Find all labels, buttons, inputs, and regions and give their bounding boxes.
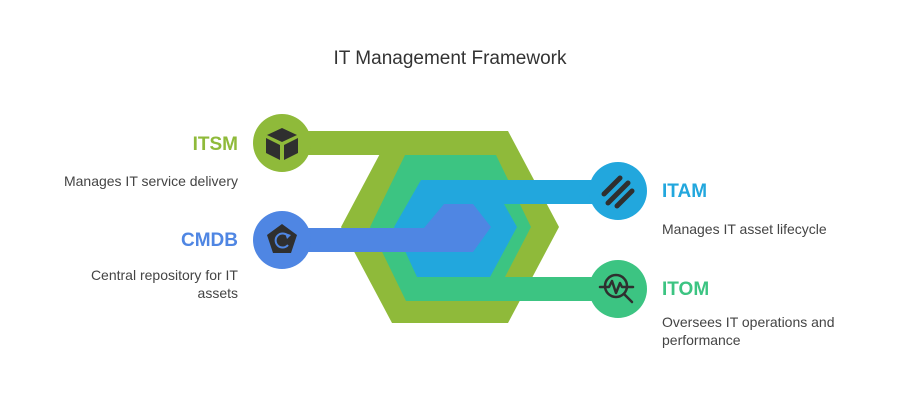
itsm-label: ITSM [192, 134, 238, 155]
cmdb-icon-badge [253, 211, 311, 269]
itsm-description: Manages IT service delivery [63, 173, 238, 189]
itom-label: ITOM [662, 279, 710, 300]
refresh-pentagon-icon [267, 224, 297, 253]
cmdb-shape [282, 204, 491, 252]
cmdb-label: CMDB [181, 230, 238, 251]
itam-icon-badge [589, 162, 647, 220]
itsm-icon-badge [253, 114, 311, 172]
slashes-icon [601, 175, 635, 209]
magnifier-pulse-icon [598, 273, 635, 304]
diagram-title: IT Management Framework [333, 48, 567, 69]
itom-description: Oversees IT operations and performance [662, 314, 835, 348]
itam-label: ITAM [662, 181, 708, 202]
cmdb-description: Central repository for IT assets [90, 267, 238, 301]
itam-description: Manages IT asset lifecycle [662, 221, 827, 237]
itom-icon-badge [589, 260, 647, 318]
box-icon [266, 128, 298, 160]
